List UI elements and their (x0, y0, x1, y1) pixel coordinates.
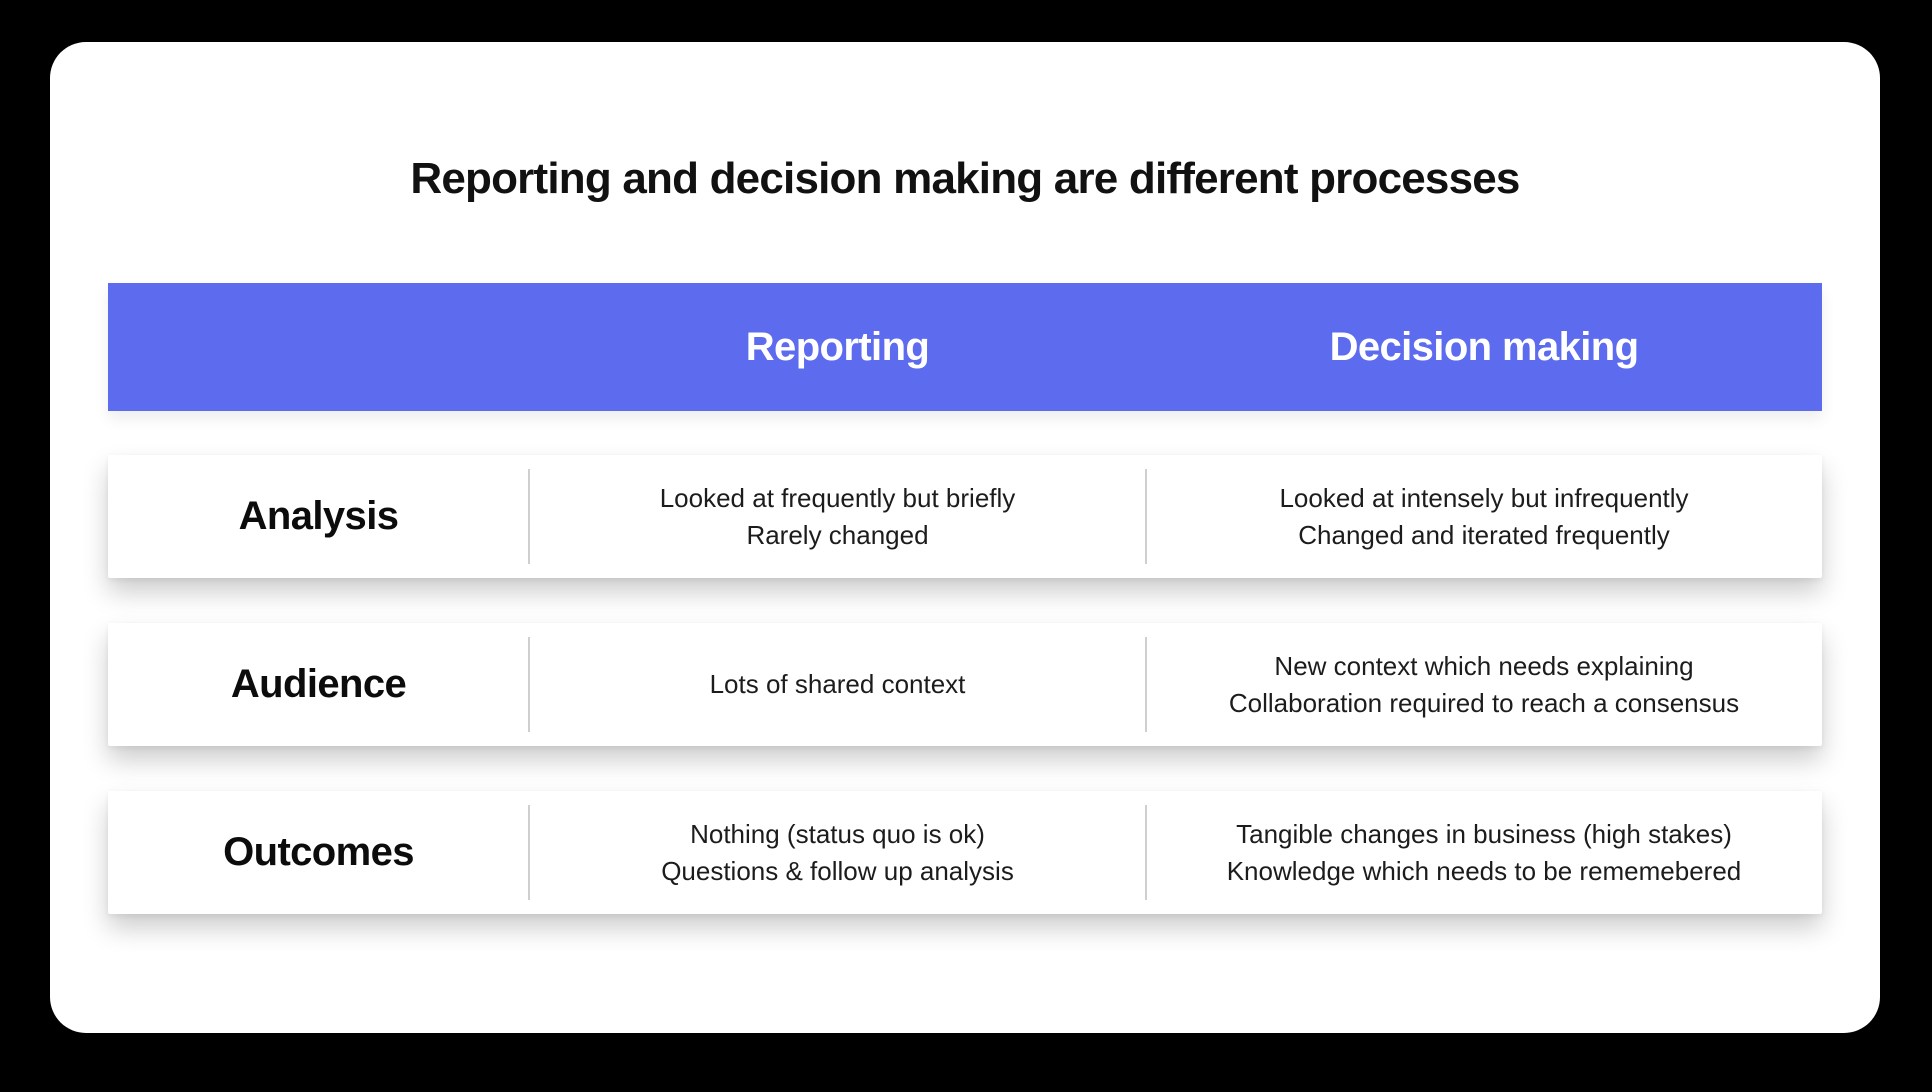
cell-analysis-reporting: Looked at frequently but briefly Rarely … (528, 455, 1146, 578)
cell-audience-reporting: Lots of shared context (528, 623, 1146, 746)
header-decision-making: Decision making (1329, 324, 1639, 369)
table-row-outcomes: Outcomes Nothing (status quo is ok) Ques… (108, 791, 1822, 914)
row-label: Audience (230, 662, 407, 706)
cell-line: Rarely changed (746, 519, 929, 550)
table-row-analysis: Analysis Looked at frequently but briefl… (108, 455, 1822, 578)
cell-line: Collaboration required to reach a consen… (1228, 687, 1740, 718)
cell-line: New context which needs explaining (1274, 650, 1694, 681)
cell-analysis-decision-making: Looked at intensely but infrequently Cha… (1145, 455, 1822, 578)
row-label-cell: Analysis (108, 455, 529, 578)
table-header-row: Reporting Decision making (108, 283, 1822, 411)
cell-line: Questions & follow up analysis (661, 855, 1014, 886)
table-row-audience: Audience Lots of shared context New cont… (108, 623, 1822, 746)
cell-line: Lots of shared context (709, 669, 966, 699)
cell-outcomes-decision-making: Tangible changes in business (high stake… (1145, 791, 1822, 914)
cell-line: Tangible changes in business (high stake… (1236, 818, 1732, 849)
cell-line: Nothing (status quo is ok) (690, 818, 985, 849)
row-label: Outcomes (223, 830, 414, 874)
row-label-cell: Audience (108, 623, 529, 746)
header-spacer (108, 283, 529, 411)
cell-line: Knowledge which needs to be rememebered (1226, 855, 1742, 886)
cell-line: Looked at frequently but briefly (659, 482, 1016, 513)
row-label-cell: Outcomes (108, 791, 529, 914)
page-title: Reporting and decision making are differ… (410, 154, 1520, 203)
row-label: Analysis (238, 494, 399, 538)
header-reporting: Reporting (745, 324, 930, 369)
cell-outcomes-reporting: Nothing (status quo is ok) Questions & f… (528, 791, 1146, 914)
cell-audience-decision-making: New context which needs explaining Colla… (1145, 623, 1822, 746)
slide-card: Reporting and decision making are differ… (50, 42, 1880, 1033)
cell-line: Changed and iterated frequently (1298, 519, 1670, 550)
cell-line: Looked at intensely but infrequently (1279, 482, 1689, 513)
